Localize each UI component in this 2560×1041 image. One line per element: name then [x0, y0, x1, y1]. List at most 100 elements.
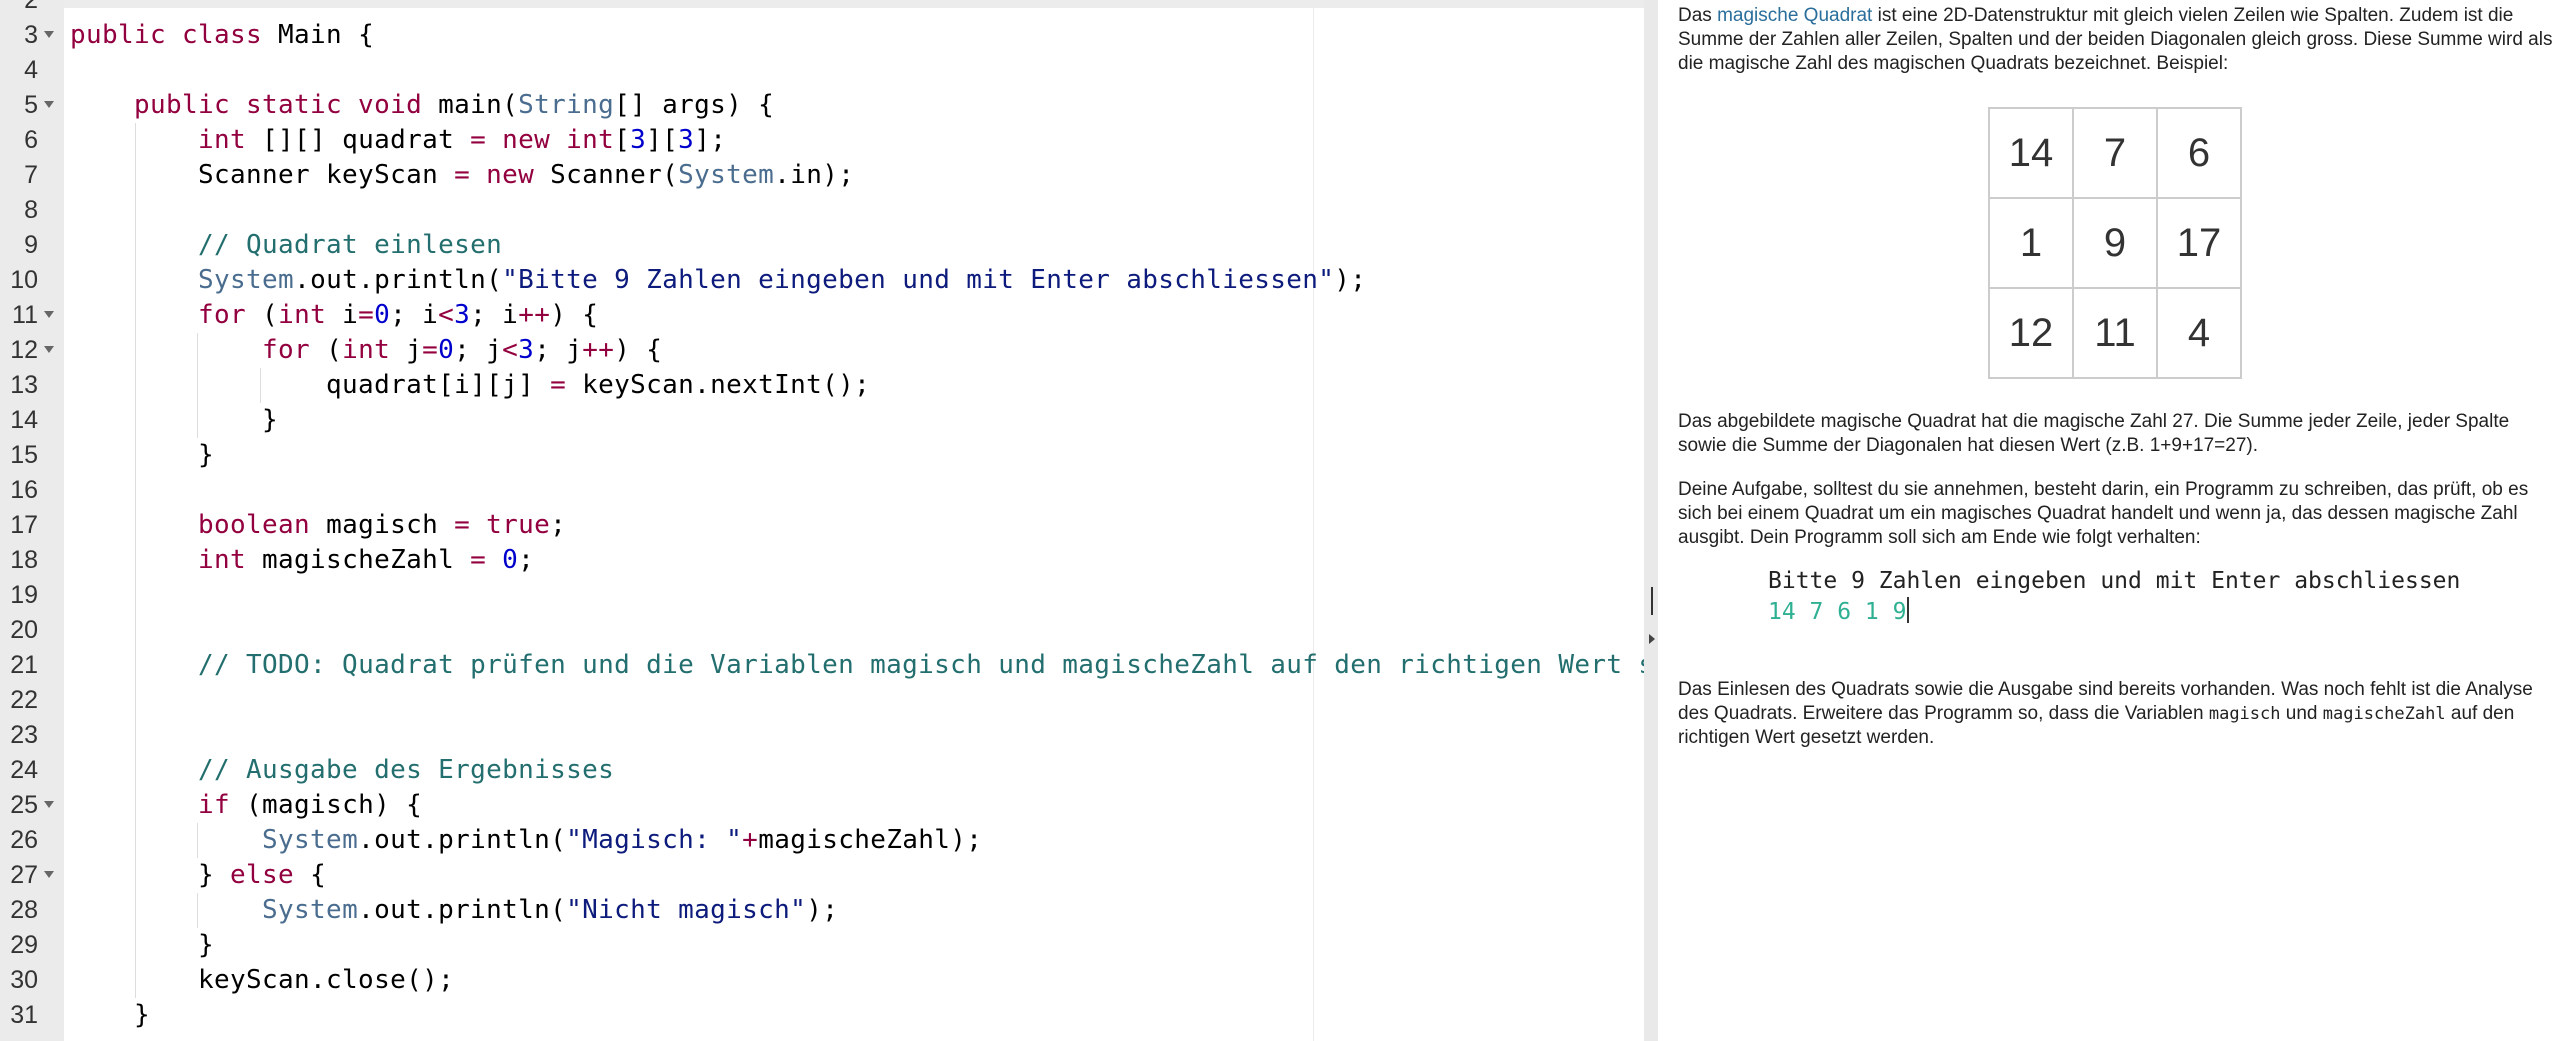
line-number: 4 [24, 56, 38, 84]
code-text[interactable]: for (int i=0; i<3; i++) { [70, 298, 598, 333]
final-text-a: Das Einlesen des Quadrats sowie die Ausg… [1678, 679, 2533, 724]
code-text[interactable]: System.out.println("Magisch: "+magischeZ… [70, 823, 982, 858]
code-text[interactable]: boolean magisch = true; [70, 508, 566, 543]
code-line[interactable]: 24 // Ausgabe des Ergebnisses [0, 753, 1650, 788]
code-token: "Nicht magisch" [566, 895, 807, 925]
code-text[interactable]: System.out.println("Bitte 9 Zahlen einge… [70, 263, 1366, 298]
code-line[interactable]: 29 } [0, 928, 1650, 963]
code-line[interactable]: 7 Scanner keyScan = new Scanner(System.i… [0, 158, 1650, 193]
magic-square-link[interactable]: magische Quadrat [1717, 5, 1873, 26]
code-token [70, 335, 262, 365]
code-line[interactable]: 4 [0, 53, 1650, 88]
code-line[interactable]: 27 } else { [0, 858, 1650, 893]
code-token: } [70, 930, 215, 960]
code-line[interactable]: 17 boolean magisch = true; [0, 508, 1650, 543]
code-line[interactable]: 15 } [0, 438, 1650, 473]
code-line[interactable]: 12 for (int j=0; j<3; j++) { [0, 333, 1650, 368]
indent-guide [134, 438, 136, 473]
code-line[interactable]: 14 } [0, 403, 1650, 438]
code-text[interactable]: public static void main(String[] args) { [70, 88, 774, 123]
console-input-line: 14 7 6 1 9 [1768, 597, 2460, 628]
code-text[interactable]: Scanner keyScan = new Scanner(System.in)… [70, 158, 854, 193]
code-text[interactable]: quadrat[i][j] = keyScan.nextInt(); [70, 368, 870, 403]
line-number: 27 [10, 861, 38, 889]
code-line[interactable]: 28 System.out.println("Nicht magisch"); [0, 893, 1650, 928]
code-text[interactable]: // Ausgabe des Ergebnisses [70, 753, 614, 788]
fold-arrow-icon[interactable] [44, 801, 54, 808]
code-line[interactable]: 20 [0, 613, 1650, 648]
code-token: for [262, 335, 327, 365]
fold-arrow-icon[interactable] [44, 346, 54, 353]
code-token: // Ausgabe des Ergebnisses [198, 755, 615, 785]
code-text[interactable]: public class Main { [70, 18, 374, 53]
code-text[interactable]: } [70, 928, 214, 963]
final-text-b: und [2280, 703, 2323, 724]
code-line[interactable]: 19 [0, 578, 1650, 613]
code-line[interactable]: 21 // TODO: Quadrat prüfen und die Varia… [0, 648, 1650, 683]
indent-guide [134, 508, 136, 543]
code-token: = true [454, 510, 551, 540]
code-text[interactable]: // TODO: Quadrat prüfen und die Variable… [70, 648, 1650, 683]
code-line[interactable]: 16 [0, 473, 1650, 508]
code-token: = new [454, 160, 551, 190]
code-line[interactable]: 5 public static void main(String[] args)… [0, 88, 1650, 123]
code-text[interactable]: for (int j=0; j<3; j++) { [70, 333, 662, 368]
code-line[interactable]: 30 keyScan.close(); [0, 963, 1650, 998]
code-token: ); [806, 895, 839, 925]
final-text-c: auf den richtigen Wert gesetzt werden. [1678, 703, 2515, 748]
code-line[interactable]: 18 int magischeZahl = 0; [0, 543, 1650, 578]
print-margin-line [1313, 0, 1314, 1041]
code-line[interactable]: 22 [0, 683, 1650, 718]
code-token: ; j [454, 335, 503, 365]
line-number: 18 [10, 546, 38, 574]
code-line[interactable]: 10 System.out.println("Bitte 9 Zahlen ei… [0, 263, 1650, 298]
code-line[interactable]: 26 System.out.println("Magisch: "+magisc… [0, 823, 1650, 858]
code-text[interactable]: if (magisch) { [70, 788, 422, 823]
code-line[interactable]: 11 for (int i=0; i<3; i++) { [0, 298, 1650, 333]
magic-square-cell: 1 [1988, 197, 2074, 289]
code-text[interactable]: int [][] quadrat = new int[3][3]; [70, 123, 726, 158]
code-token [70, 510, 198, 540]
code-magisch: magisch [2208, 704, 2281, 724]
code-magischezahl: magischeZahl [2322, 704, 2446, 724]
code-text[interactable]: // Quadrat einlesen [70, 228, 502, 263]
indent-guide [134, 158, 136, 193]
fold-arrow-icon[interactable] [44, 101, 54, 108]
code-line[interactable]: 6 int [][] quadrat = new int[3][3]; [0, 123, 1650, 158]
code-text[interactable]: } [70, 998, 150, 1033]
code-token: (magisch) { [246, 790, 423, 820]
expand-caret-icon[interactable] [1649, 634, 1655, 644]
code-line[interactable]: 23 [0, 718, 1650, 753]
code-token: 3 [518, 335, 535, 365]
code-text[interactable]: } [70, 438, 214, 473]
code-line[interactable]: 25 if (magisch) { [0, 788, 1650, 823]
code-text[interactable]: } [70, 403, 278, 438]
code-token: ++ [582, 335, 615, 365]
fold-arrow-icon[interactable] [44, 871, 54, 878]
code-text[interactable]: int magischeZahl = 0; [70, 543, 534, 578]
pane-splitter[interactable] [1644, 0, 1658, 1041]
code-line[interactable]: 13 quadrat[i][j] = keyScan.nextInt(); [0, 368, 1650, 403]
indent-guide [134, 543, 136, 578]
fold-arrow-icon[interactable] [44, 31, 54, 38]
line-number: 12 [10, 336, 38, 364]
code-token: + [742, 825, 759, 855]
code-text[interactable]: } else { [70, 858, 326, 893]
code-token: "Bitte 9 Zahlen eingeben und mit Enter a… [502, 265, 1335, 295]
code-line[interactable]: 2 [0, 0, 1650, 18]
code-token: ; [518, 545, 535, 575]
code-token [70, 755, 198, 785]
code-token: .out.println( [294, 265, 503, 295]
code-line[interactable]: 9 // Quadrat einlesen [0, 228, 1650, 263]
code-text[interactable]: keyScan.close(); [70, 963, 454, 998]
fold-arrow-icon[interactable] [44, 311, 54, 318]
line-number: 11 [12, 301, 38, 329]
code-line[interactable]: 8 [0, 193, 1650, 228]
code-token: ) { [550, 300, 599, 330]
code-token: i [342, 300, 359, 330]
code-text[interactable]: System.out.println("Nicht magisch"); [70, 893, 838, 928]
code-line[interactable]: 31 } [0, 998, 1650, 1033]
